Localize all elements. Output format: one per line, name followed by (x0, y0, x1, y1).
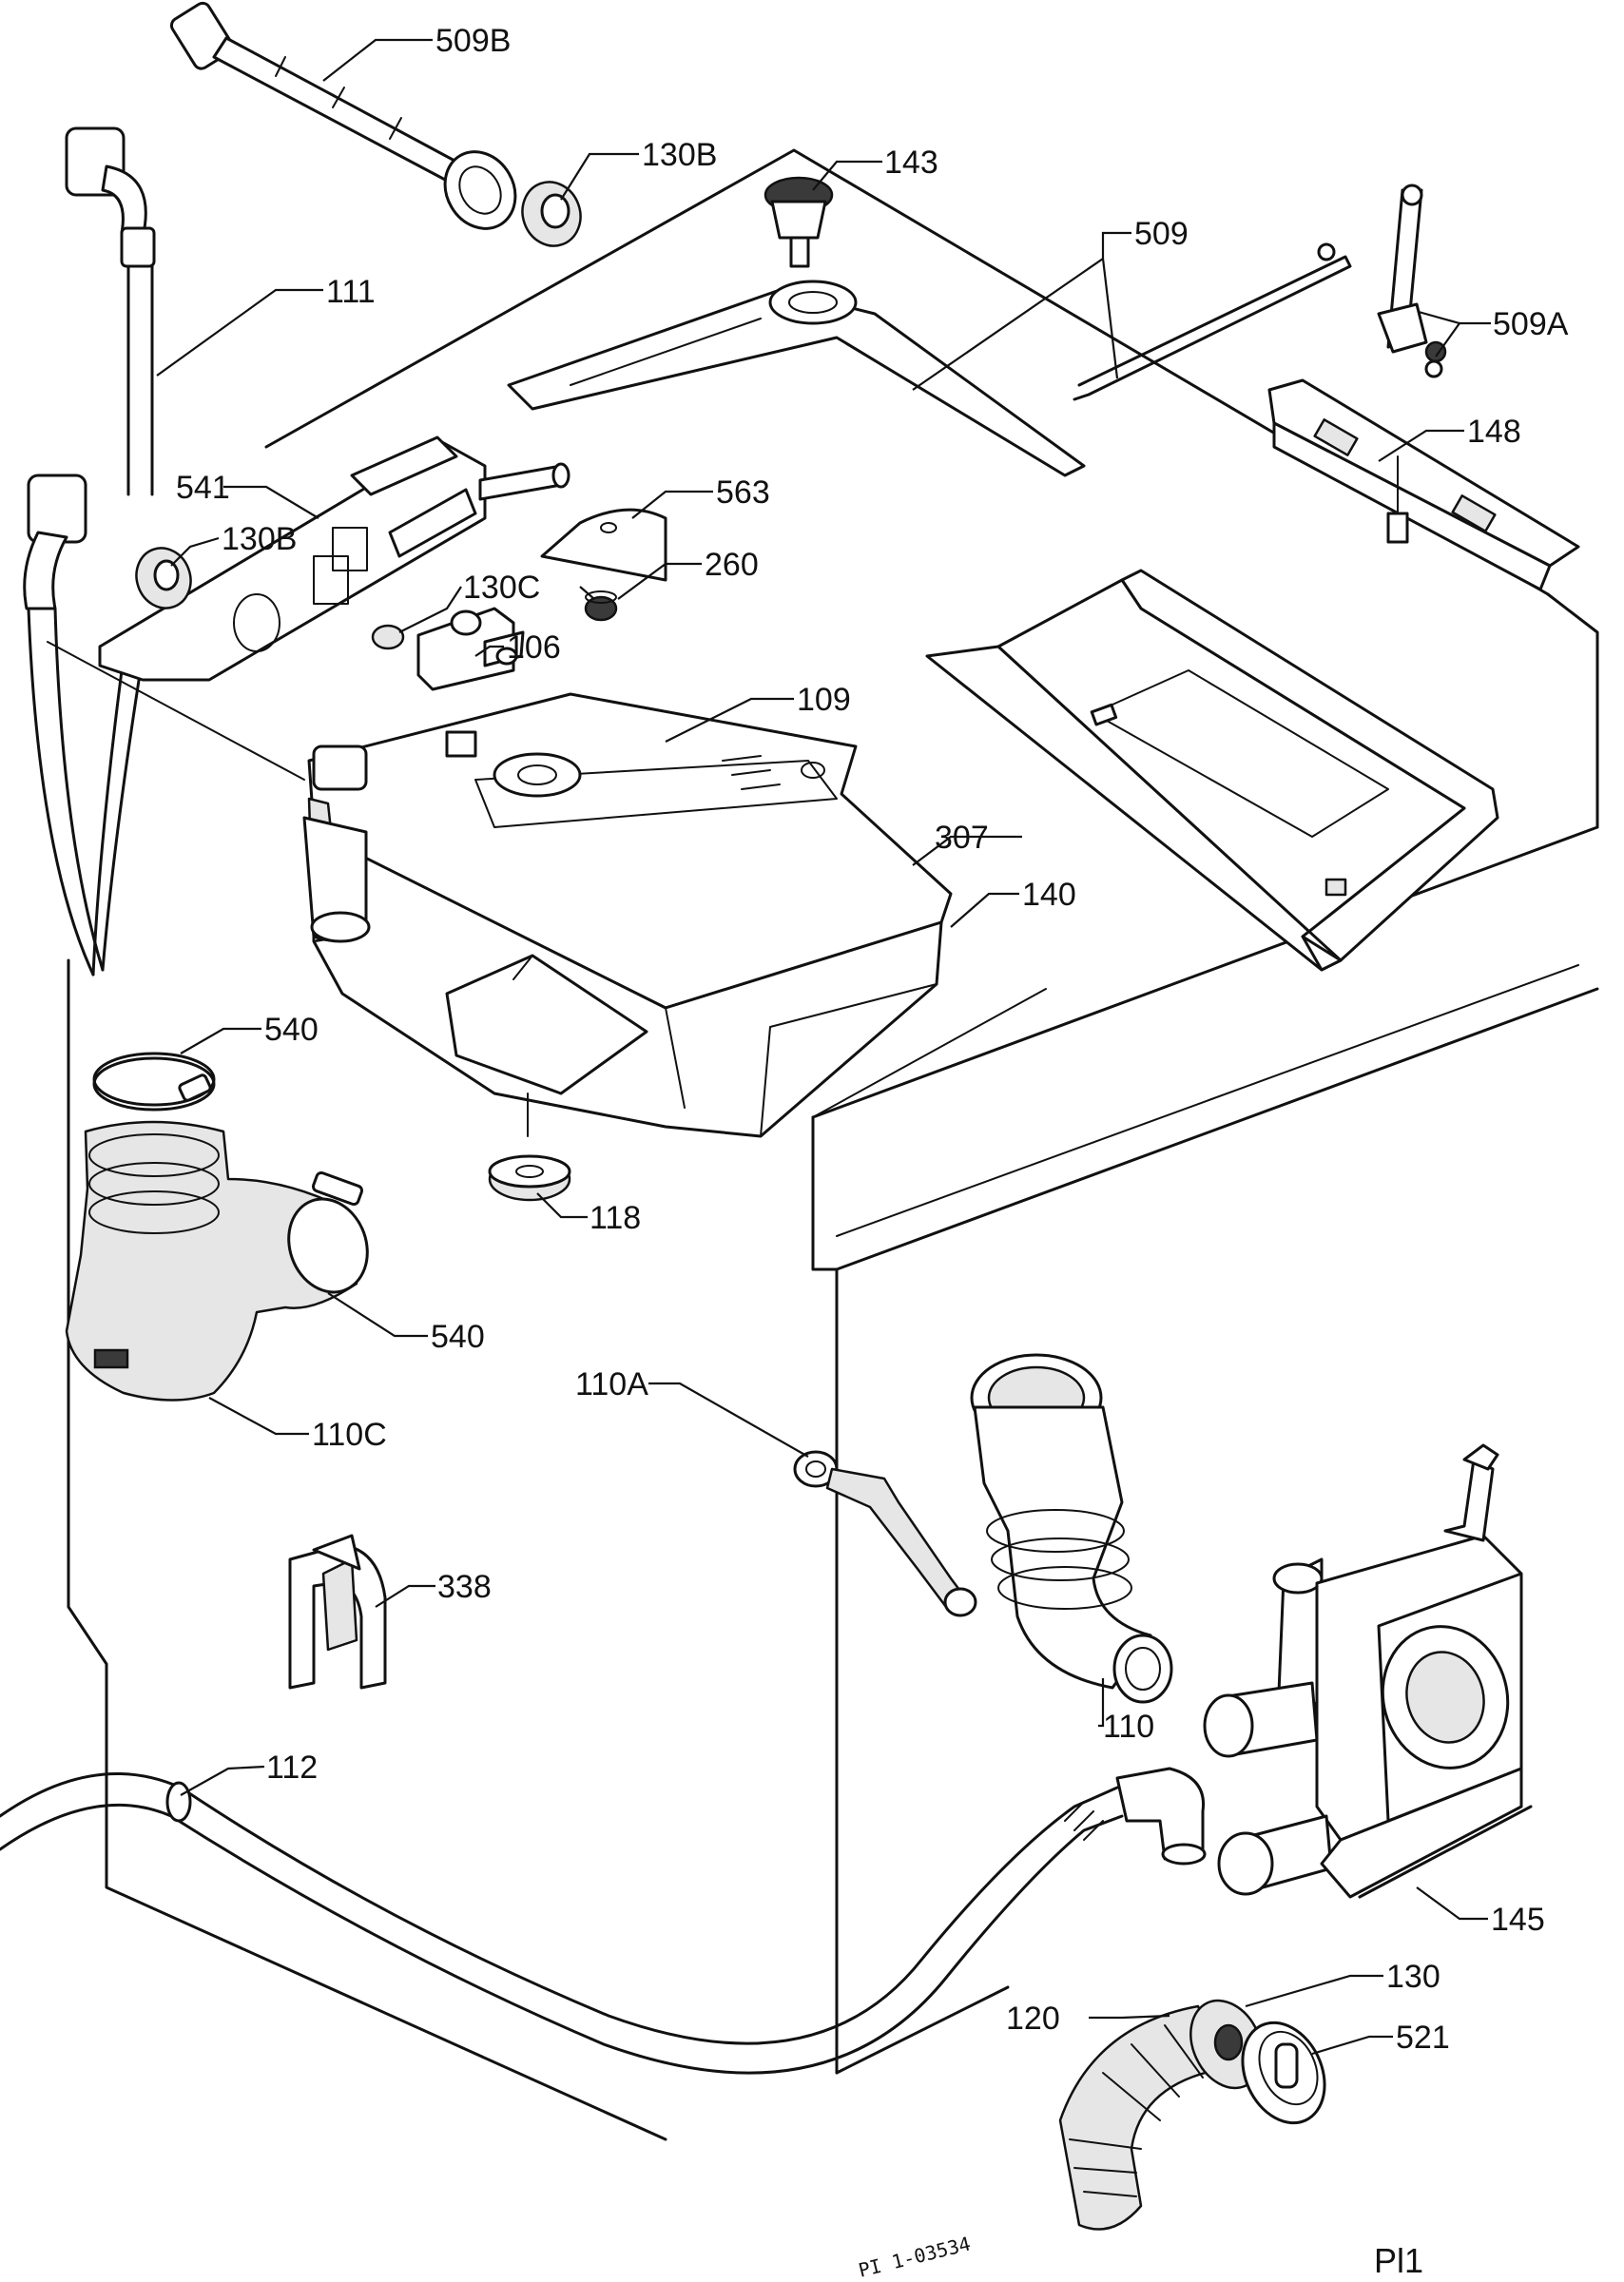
part-521-filter-cap (1241, 2021, 1326, 2125)
label-143: 143 (884, 145, 938, 181)
label-120: 120 (1006, 2001, 1060, 2037)
part-338-clip (288, 1534, 387, 1690)
part-120-filter (1058, 2004, 1228, 2231)
label-540-top: 540 (264, 1012, 319, 1048)
label-106: 106 (507, 629, 561, 666)
part-130c-106-valve (371, 607, 525, 691)
part-563-cover (540, 508, 667, 582)
drawing-stamp: PI 1-03534 (856, 2232, 973, 2281)
label-540-mid: 540 (431, 1319, 485, 1355)
label-338: 338 (437, 1569, 492, 1605)
label-140: 140 (1022, 877, 1076, 913)
label-509b: 509B (435, 23, 511, 59)
label-307: 307 (935, 820, 989, 856)
label-110a: 110A (575, 1366, 648, 1402)
part-260-spring (584, 590, 618, 622)
label-260: 260 (705, 547, 759, 583)
part-130b-mid-seal (135, 547, 192, 609)
part-540-110c-sump (65, 1052, 369, 1402)
label-521: 521 (1396, 2020, 1450, 2056)
label-541: 541 (176, 470, 230, 506)
part-509-lever (507, 184, 1447, 477)
label-110c: 110C (312, 1417, 387, 1453)
label-148: 148 (1467, 414, 1521, 450)
part-541-bracket (98, 435, 570, 682)
label-130b-mid: 130B (222, 521, 297, 557)
part-143-knob (764, 176, 834, 268)
part-118-ring (488, 1154, 571, 1202)
part-110a-small-hose (793, 1450, 977, 1617)
label-111: 111 (326, 274, 376, 310)
label-145: 145 (1491, 1902, 1545, 1938)
label-112: 112 (266, 1750, 318, 1786)
part-110-elbow-hose (970, 1353, 1173, 1704)
part-112-drain-hose (0, 1767, 1207, 2075)
part-145-pump (1203, 1443, 1523, 1899)
sheet-code: Pl1 (1374, 2241, 1423, 2280)
label-509: 509 (1134, 216, 1189, 252)
label-563: 563 (716, 474, 770, 511)
part-307-drawer (925, 569, 1499, 972)
part-111-fill-hose (23, 126, 156, 977)
label-130c: 130C (463, 570, 540, 606)
part-labels: 509B 130B 143 509 111 509A 148 541 563 1… (176, 23, 1569, 2056)
label-110: 110 (1103, 1709, 1154, 1745)
label-118: 118 (590, 1200, 641, 1236)
part-148-latch (1267, 378, 1580, 591)
part-130b-top-seal (521, 181, 582, 247)
part-509b-inlet-hose (169, 1, 517, 230)
leader-lines (156, 38, 1491, 2056)
label-109: 109 (797, 682, 851, 718)
label-509a: 509A (1493, 306, 1569, 342)
label-130b-top: 130B (642, 137, 717, 173)
label-130: 130 (1386, 1959, 1440, 1995)
part-140-dispenser-housing (302, 797, 943, 1138)
